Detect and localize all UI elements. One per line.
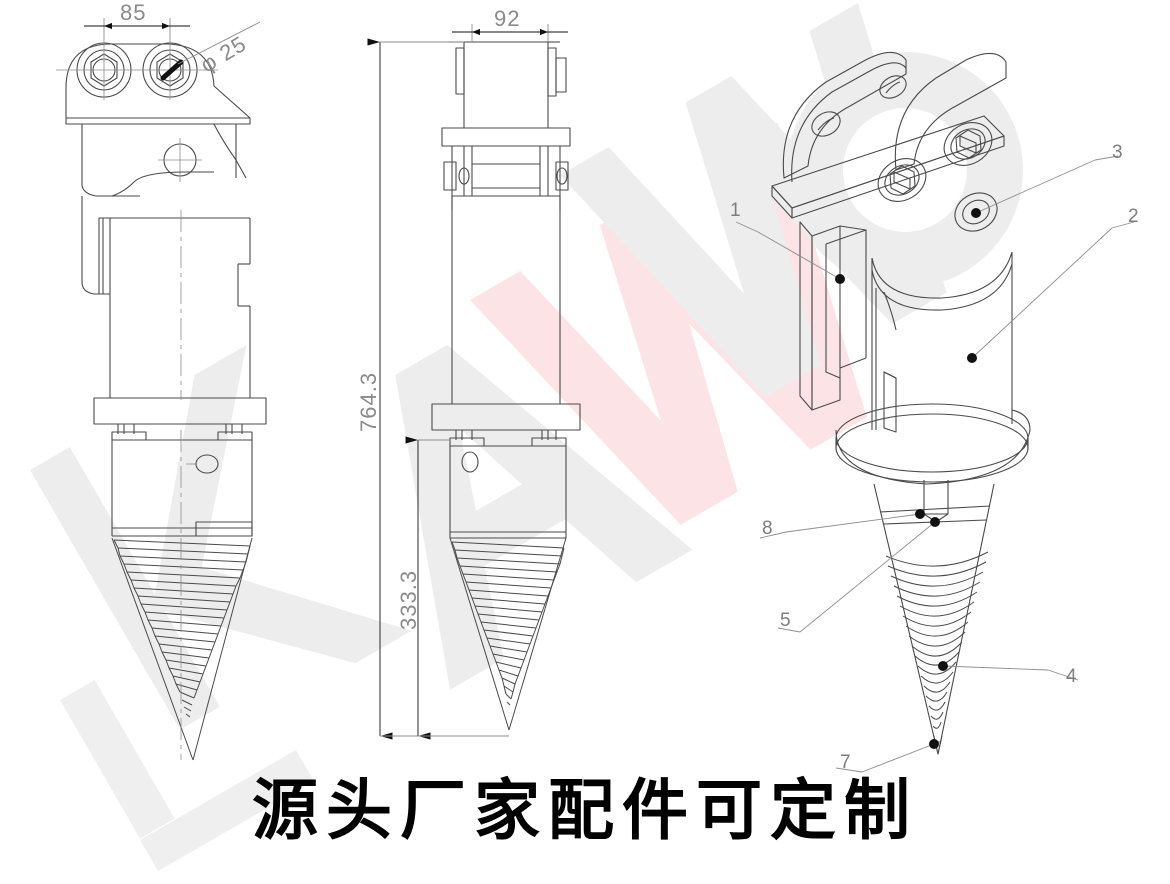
callout-2: 2 — [1128, 206, 1139, 227]
callout-3: 3 — [1112, 142, 1123, 163]
callout-5: 5 — [780, 610, 791, 631]
dimension-diameter-25: φ 25 — [196, 30, 251, 78]
front-elevation-view — [56, 21, 267, 761]
callout-8: 8 — [762, 518, 773, 539]
iso-auger-flights — [885, 551, 989, 729]
side-elevation-view — [431, 41, 581, 731]
auger-helical-flights — [111, 537, 253, 761]
callout-1: 1 — [730, 200, 741, 221]
promotional-slogan: 源头厂家配件可定制 — [252, 772, 918, 849]
callout-7: 7 — [840, 752, 851, 773]
dimension-92: 92 — [494, 6, 521, 31]
dimension-85: 85 — [120, 0, 147, 25]
dimension-lines — [84, 18, 568, 740]
dimension-333-3: 333.3 — [396, 569, 421, 630]
dimension-764-3: 764.3 — [356, 371, 381, 432]
callout-leaders — [735, 155, 1135, 773]
callout-4: 4 — [1066, 666, 1077, 687]
isometric-3d-view — [771, 51, 1031, 755]
auger-helical-flights-side — [449, 537, 567, 731]
